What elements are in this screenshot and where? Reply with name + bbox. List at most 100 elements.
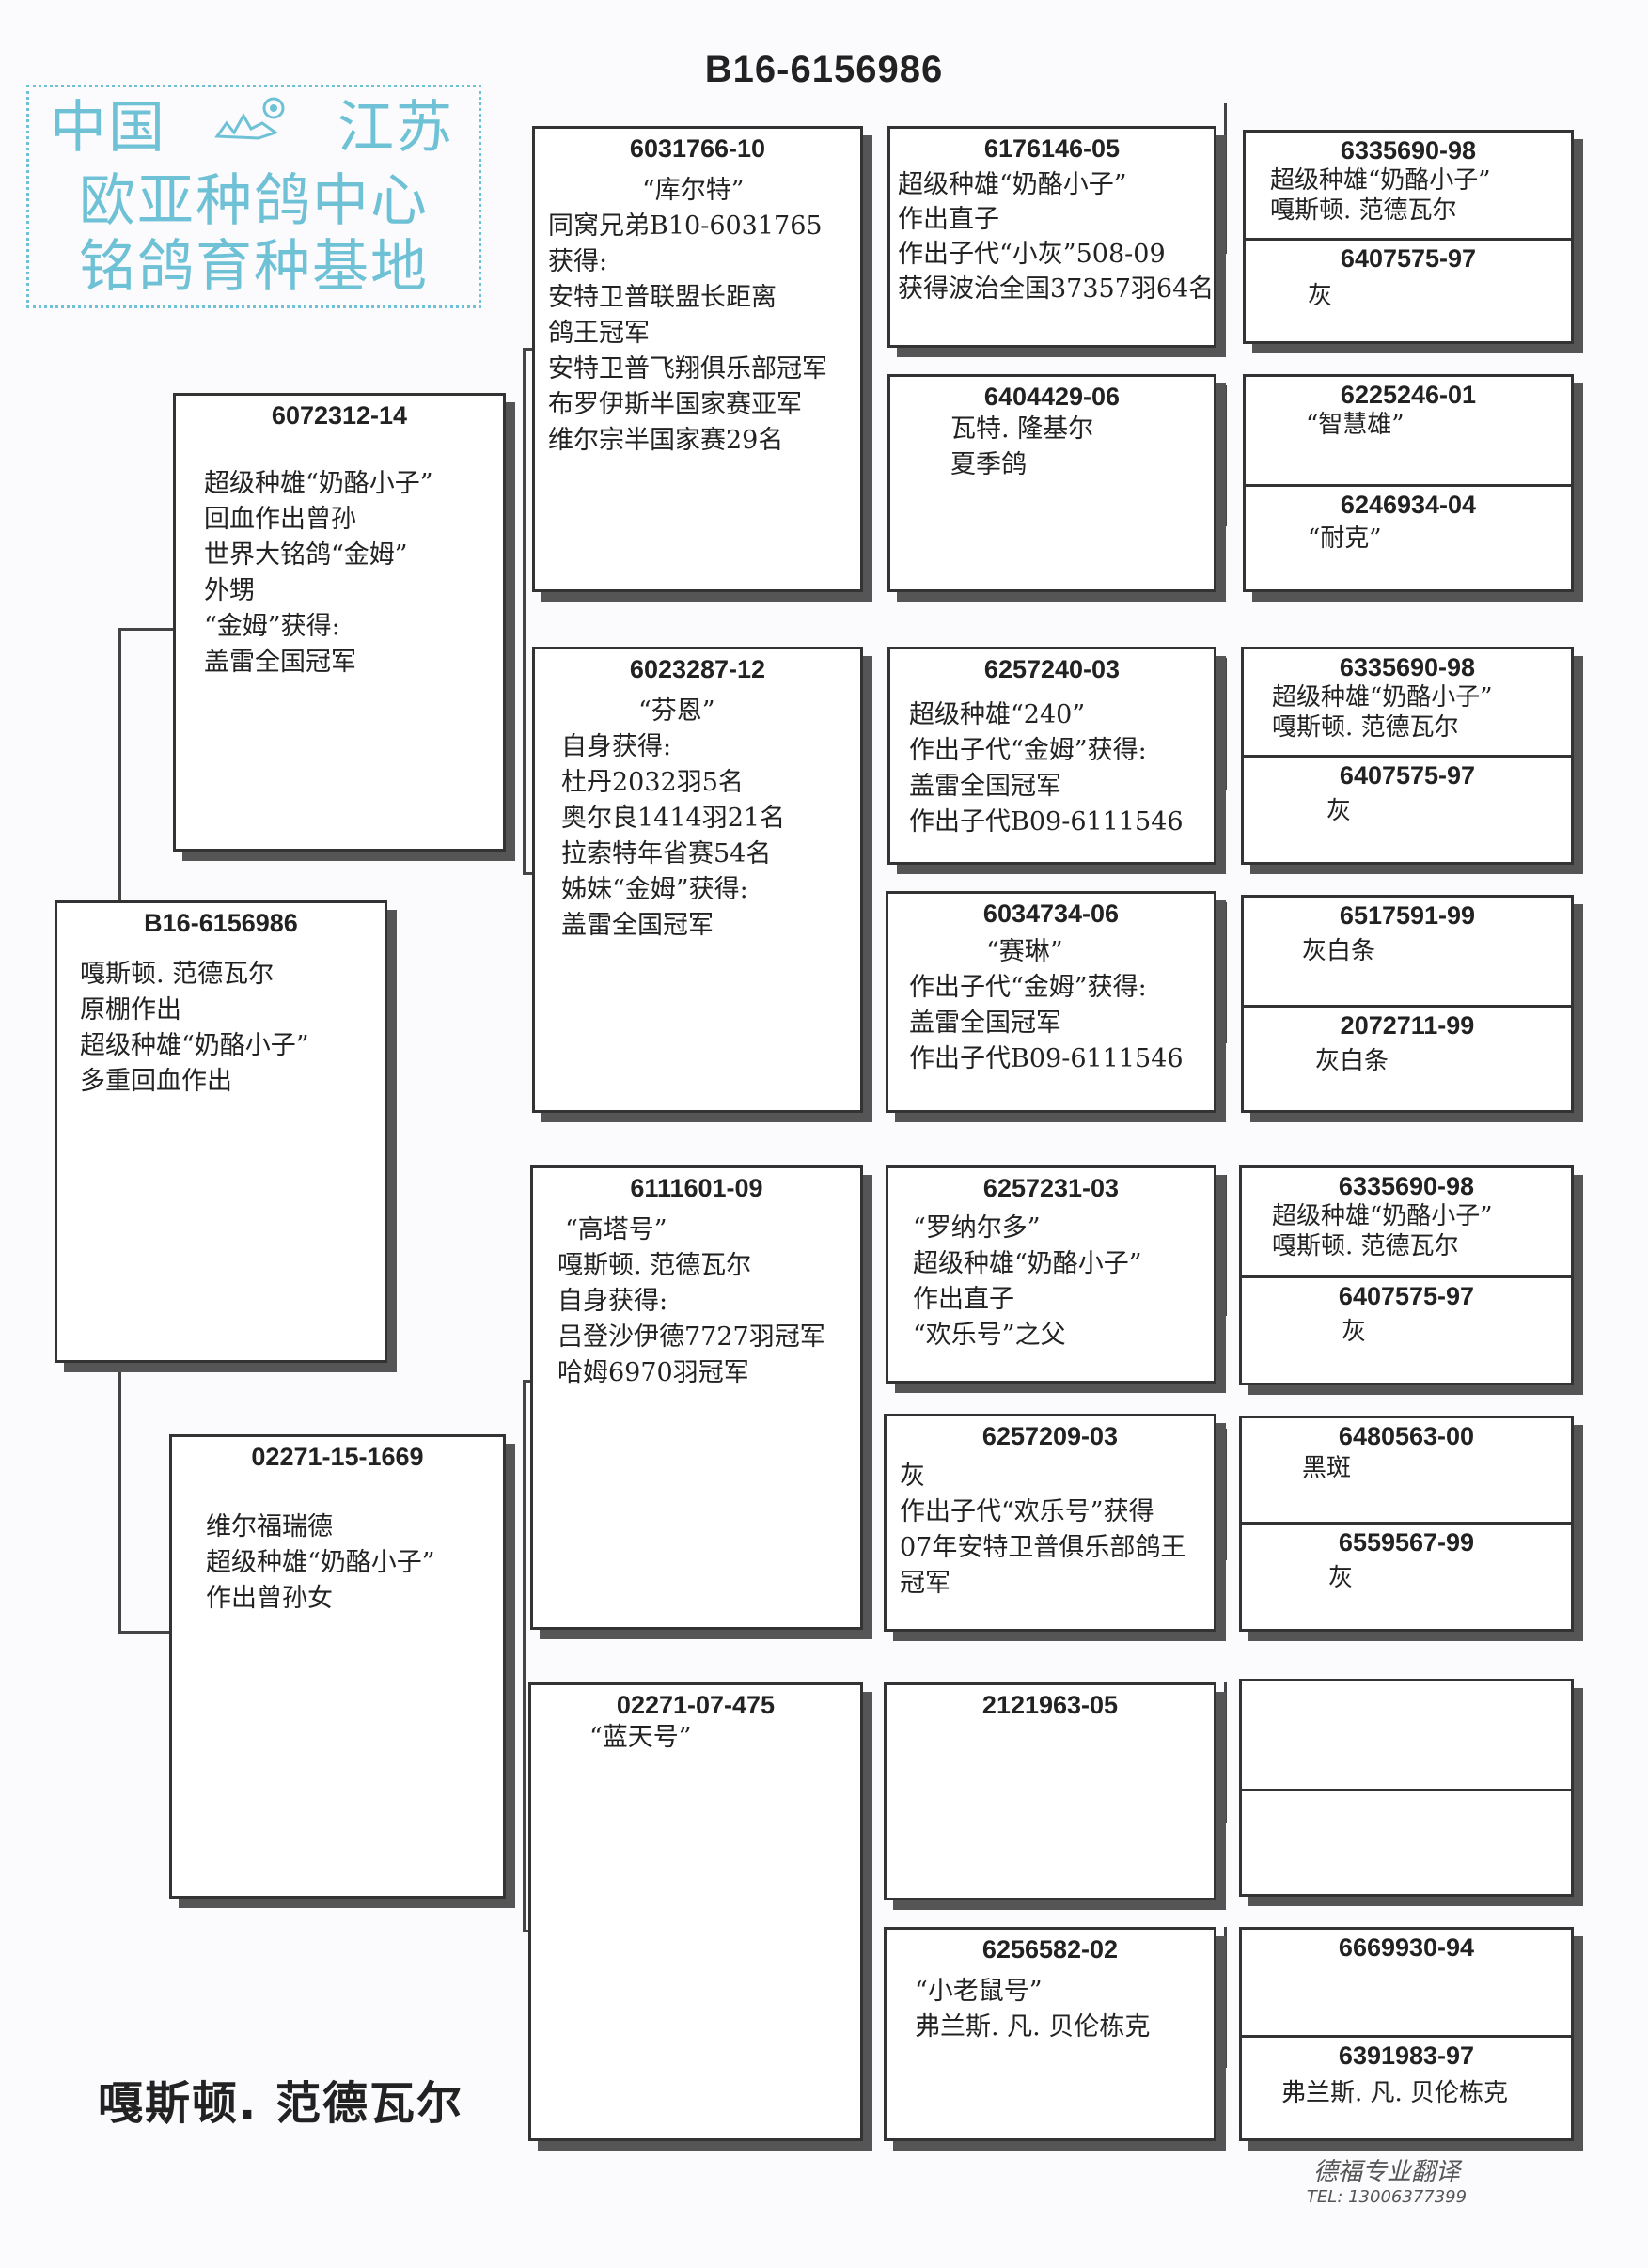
pedigree-notes: 瓦特. 隆基尔 夏季鸽: [950, 412, 1214, 483]
ring-number: 6072312-14: [271, 401, 408, 430]
connector-line: [523, 348, 526, 874]
note-line: 弗兰斯. 凡. 贝伦栋克: [1281, 2079, 1509, 2107]
connector-line: [1224, 1927, 1227, 2068]
ancestor-pair-card: 6669930-94 6391983-97 弗兰斯. 凡. 贝伦栋克: [1239, 1927, 1574, 2141]
stamp-row-1: 中国 江苏: [29, 95, 479, 168]
note-line: 嘎斯顿. 范德瓦尔: [1270, 196, 1457, 225]
pedigree-notes: 超级种雄“奶酪小子” 作出直子 作出子代“小灰”508-09 获得波治全国373…: [898, 167, 1214, 306]
grandsire-card: 6111601-09 “高塔号” 嘎斯顿. 范德瓦尔 自身获得: 吕登沙伊德77…: [530, 1165, 863, 1630]
connector-line: [869, 752, 871, 1006]
ring-number: 6256582-02: [981, 1935, 1119, 1963]
note-line: 超级种雄“240”: [909, 700, 1086, 729]
ring-number: 6031766-10: [629, 134, 766, 163]
note-line: 超级种雄“奶酪小子”: [206, 1548, 435, 1577]
great-grandparent-card: 6256582-02 “小老鼠号” 弗兰斯. 凡. 贝伦栋克: [884, 1927, 1216, 2141]
ring-number: 6391983-97: [1338, 2041, 1475, 2070]
ring-number: 6111601-09: [630, 1174, 763, 1202]
ancestor-pair-card: 6480563-00 黑斑 6559567-99 灰: [1239, 1416, 1574, 1632]
pedigree-notes: 黑斑: [1302, 1453, 1571, 1483]
great-grandparent-card: 6257209-03 灰 作出子代“欢乐号”获得 07年安特卫普俱乐部鸽王 冠军: [884, 1414, 1216, 1632]
ring-number: 6257240-03: [983, 655, 1121, 683]
note-line: 回血作出曾孙: [204, 505, 356, 534]
note-line: 盖雷全国冠军: [204, 648, 356, 677]
note-line: 作出子代“小灰”508-09: [898, 240, 1166, 269]
great-grandparent-card: 2121963-05: [884, 1682, 1216, 1900]
connector-line: [523, 348, 538, 351]
pedigree-notes: “小老鼠号” 弗兰斯. 凡. 贝伦栋克: [915, 1974, 1214, 2045]
note-line: 作出子代B09-6111546: [909, 807, 1184, 837]
connector-line: [1224, 385, 1227, 526]
connector-line: [523, 1380, 526, 1932]
stamp-text-2: 欧亚种鸽中心: [79, 168, 429, 234]
note-line: 超级种雄“奶酪小子”: [1272, 1202, 1493, 1230]
note-line: 超级种雄“奶酪小子”: [204, 469, 433, 498]
note-line: 嘎斯顿. 范德瓦尔: [557, 1251, 752, 1280]
note-line: 外甥: [204, 576, 255, 605]
note-line: 灰: [1328, 1564, 1354, 1592]
note-line: 多重回血作出: [80, 1067, 232, 1096]
ring-number: 6517591-99: [1339, 901, 1476, 930]
connector-line: [1224, 103, 1227, 254]
note-line: 灰: [900, 1462, 925, 1491]
note-line: 超级种雄“奶酪小子”: [1270, 166, 1491, 195]
ring-number: 6407575-97: [1340, 244, 1477, 273]
ring-number: 6404429-06: [983, 383, 1121, 411]
ancestor-cell: 6335690-98 超级种雄“奶酪小子” 嘎斯顿. 范德瓦尔: [1242, 1168, 1571, 1275]
note-line: 哈姆6970羽冠军: [557, 1358, 749, 1387]
connector-line: [118, 1631, 175, 1634]
note-line: 超级种雄“奶酪小子”: [898, 170, 1127, 199]
ring-number: 6335690-98: [1339, 653, 1476, 681]
note-line: 弗兰斯. 凡. 贝伦栋克: [915, 2012, 1151, 2041]
stamp-text-3: 铭鸽育种基地: [79, 234, 429, 300]
note-line: 获得:: [548, 247, 608, 276]
ring-number: 2121963-05: [981, 1691, 1119, 1719]
ancestor-cell: 6391983-97 弗兰斯. 凡. 贝伦栋克: [1242, 2035, 1571, 2138]
note-line: 作出子代“金姆”获得:: [909, 736, 1147, 765]
note-line: 07年安特卫普俱乐部鸽王: [900, 1533, 1186, 1562]
pedigree-notes: 弗兰斯. 凡. 贝伦栋克: [1281, 2078, 1571, 2108]
ring-number: 6407575-97: [1338, 1282, 1475, 1310]
granddam-card: 02271-07-475 “蓝天号”: [528, 1682, 863, 2141]
note-line: “库尔特”: [642, 176, 745, 205]
ring-number: 6335690-98: [1340, 136, 1477, 164]
ring-number: 6023287-12: [629, 655, 766, 683]
pigeon-logo-icon: [210, 95, 294, 168]
pedigree-title: B16-6156986: [704, 49, 944, 90]
ring-number: 6335690-98: [1338, 1172, 1475, 1200]
great-grandparent-card: 6404429-06 瓦特. 隆基尔 夏季鸽: [887, 374, 1216, 592]
pedigree-notes: “赛琳” 作出子代“金姆”获得: 盖雷全国冠军 作出子代B09-6111546: [909, 934, 1214, 1077]
ancestor-cell: 6407575-97 灰: [1244, 755, 1571, 862]
connector-line: [869, 230, 871, 484]
note-line: 姊妹“金姆”获得:: [561, 875, 748, 904]
pedigree-notes: “罗纳尔多” 超级种雄“奶酪小子” 作出直子 “欢乐号”之父: [913, 1211, 1214, 1353]
pedigree-notes: “芬恩” 自身获得: 杜丹2032羽5名 奥尔良1414羽21名 拉索特年省赛5…: [561, 694, 860, 944]
subject-card: B16-6156986 嘎斯顿. 范德瓦尔 原棚作出 超级种雄“奶酪小子” 多重…: [55, 900, 387, 1363]
note-line: “赛琳”: [986, 937, 1063, 966]
note-line: “小老鼠号”: [915, 1977, 1043, 2006]
ring-number: B16-6156986: [144, 909, 298, 937]
connector-line: [869, 1269, 871, 1523]
note-line: 安特卫普飞翔俱乐部冠军: [548, 354, 827, 383]
note-line: 作出直子: [913, 1285, 1014, 1314]
ancestor-pair-card: 6335690-98 超级种雄“奶酪小子” 嘎斯顿. 范德瓦尔 6407575-…: [1243, 130, 1574, 344]
note-line: 世界大铭鸽“金姆”: [204, 540, 408, 570]
ancestor-pair-card: 6225246-01 “智慧雄” 6246934-04 “耐克”: [1243, 374, 1574, 592]
ancestor-cell: 6335690-98 超级种雄“奶酪小子” 嘎斯顿. 范德瓦尔: [1244, 649, 1571, 755]
note-line: 布罗伊斯半国家赛亚军: [548, 390, 802, 419]
ancestor-cell: 6517591-99 灰白条: [1244, 898, 1571, 1005]
translator-name: 德福专业翻译: [1312, 2158, 1460, 2186]
grandsire-card: 6031766-10 “库尔特” 同窝兄弟B10-6031765 获得: 安特卫…: [532, 126, 863, 592]
ring-number: 6559567-99: [1338, 1528, 1475, 1556]
ring-number: 6480563-00: [1338, 1422, 1475, 1450]
ancestor-pair-card: 6335690-98 超级种雄“奶酪小子” 嘎斯顿. 范德瓦尔 6407575-…: [1241, 647, 1574, 865]
ring-number: 6407575-97: [1339, 761, 1476, 790]
note-line: 维尔宗半国家赛29名: [548, 426, 784, 455]
note-line: 作出直子: [898, 205, 999, 234]
great-grandparent-card: 6176146-05 超级种雄“奶酪小子” 作出直子 作出子代“小灰”508-0…: [887, 126, 1216, 348]
great-grandparent-card: 6257240-03 超级种雄“240” 作出子代“金姆”获得: 盖雷全国冠军 …: [887, 647, 1216, 865]
dam-card: 02271-15-1669 维尔福瑞德 超级种雄“奶酪小子” 作出曾孙女: [169, 1434, 506, 1899]
pedigree-notes: 灰白条: [1315, 1046, 1571, 1076]
connector-line: [1224, 658, 1227, 790]
translator-phone: TEL: 13006377399: [1306, 2187, 1468, 2207]
